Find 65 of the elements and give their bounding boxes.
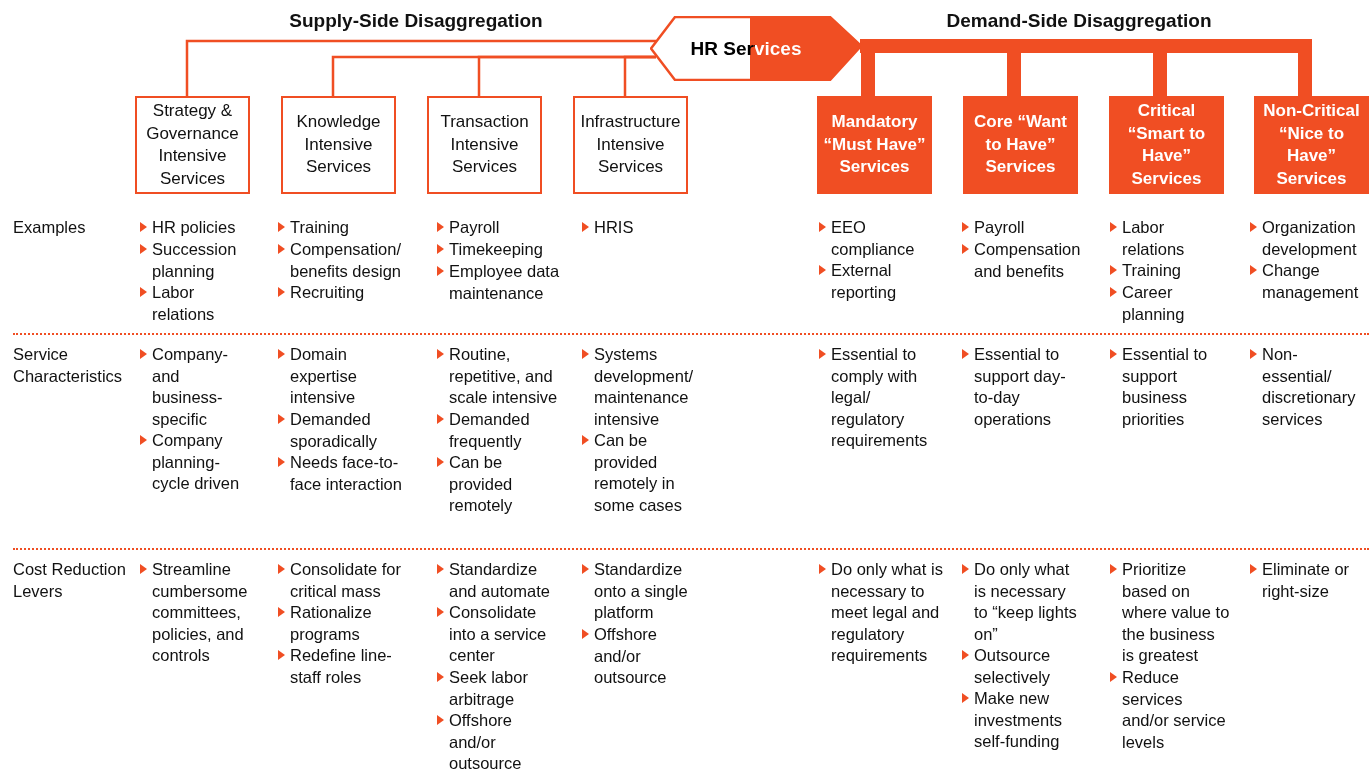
bullet-item: Employee data maintenance	[435, 261, 561, 304]
row-header: Cost Reduction Levers	[13, 559, 127, 602]
bullet-item: Timekeeping	[435, 239, 561, 261]
bullet-item: EEO compliance	[817, 217, 947, 260]
bullet-item: Prioritize based on where value to the business is greatest	[1108, 559, 1230, 667]
bullet-item: Can be provided remotely	[435, 452, 561, 517]
bullet-item: Offshore and/or outsource	[580, 624, 706, 689]
bullet-item: Demanded sporadically	[276, 409, 408, 452]
bullet-item: Do only what is necessary to “keep lights on”	[960, 559, 1080, 645]
bullet-item: Organization development	[1248, 217, 1362, 260]
section-heading: Demand-Side Disaggregation	[946, 10, 1212, 32]
connector-line	[623, 55, 656, 96]
bullet-item: HR policies	[138, 217, 254, 239]
bullet-item: Can be provided remotely in some cases	[580, 430, 706, 516]
bullet-item: Demanded frequently	[435, 409, 561, 452]
row-header: Examples	[13, 217, 87, 238]
bullet-item: Offshore and/or outsource	[435, 710, 561, 775]
bullet-item: Training	[1108, 260, 1230, 282]
bullet-item: Seek labor arbitrage	[435, 667, 561, 710]
service-box: Non-Critical “Nice to Have” Services	[1254, 96, 1369, 194]
bullet-item: Essential to support day-to-day operations	[960, 344, 1080, 430]
bullet-item: Eliminate or right-size	[1248, 559, 1362, 602]
bullet-item: Succession planning	[138, 239, 254, 282]
bullet-item: Make new investments self-funding	[960, 688, 1080, 753]
bullet-item: Standardize and automate	[435, 559, 561, 602]
bullet-item: Company planning-cycle driven	[138, 430, 254, 495]
section-heading: Supply-Side Disaggregation	[289, 10, 543, 32]
bullet-item: Payroll	[435, 217, 561, 239]
bullet-item: Routine, repetitive, and scale intensive	[435, 344, 561, 409]
bullet-item: Rationalize programs	[276, 602, 408, 645]
bullet-item: Outsource selectively	[960, 645, 1080, 688]
bullet-item: Standardize onto a single platform	[580, 559, 706, 624]
bullet-item: Domain expertise intensive	[276, 344, 408, 409]
service-box: Critical “Smart to Have” Services	[1109, 96, 1224, 194]
bullet-item: Career planning	[1108, 282, 1230, 325]
bullet-item: Labor relations	[138, 282, 254, 325]
bullet-item: HRIS	[580, 217, 706, 239]
bullet-item: Change management	[1248, 260, 1362, 303]
bullet-item: Streamline cumbersome committees, policies, and controls	[138, 559, 254, 667]
bullet-item: Recruiting	[276, 282, 408, 304]
bullet-item: External reporting	[817, 260, 947, 303]
bullet-item: Consolidate into a service center	[435, 602, 561, 667]
bullet-item: Redefine line-staff roles	[276, 645, 408, 688]
bullet-item: Do only what is necessary to meet legal and regulatory requirements	[817, 559, 947, 667]
row-header: Service Characteristics	[13, 344, 124, 387]
service-box: Transaction Intensive Services	[427, 96, 542, 194]
bullet-item: Systems development/ maintenance intensive	[580, 344, 706, 430]
bullet-item: Essential to support business priorities	[1108, 344, 1230, 430]
bullet-item: Compensation and benefits	[960, 239, 1080, 282]
service-box: Infrastructure Intensive Services	[573, 96, 688, 194]
bullet-item: Essential to comply with legal/ regulatory requirements	[817, 344, 947, 452]
bullet-item: Non-essential/ discretionary services	[1248, 344, 1362, 430]
service-box: Mandatory “Must Have” Services	[817, 96, 932, 194]
bullet-item: Payroll	[960, 217, 1080, 239]
connector-line	[185, 39, 656, 96]
service-box: Core “Want to Have” Services	[963, 96, 1078, 194]
bullet-item: Labor relations	[1108, 217, 1230, 260]
bullet-item: Company- and business-specific	[138, 344, 254, 430]
service-box: Strategy & Governance Intensive Services	[135, 96, 250, 194]
bullet-item: Needs face-to-face interaction	[276, 452, 408, 495]
bullet-item: Consolidate for critical mass	[276, 559, 408, 602]
bullet-item: Reduce services and/or service levels	[1108, 667, 1230, 753]
bullet-item: Training	[276, 217, 408, 239]
service-box: Knowledge Intensive Services	[281, 96, 396, 194]
bullet-item: Compensation/ benefits design	[276, 239, 408, 282]
